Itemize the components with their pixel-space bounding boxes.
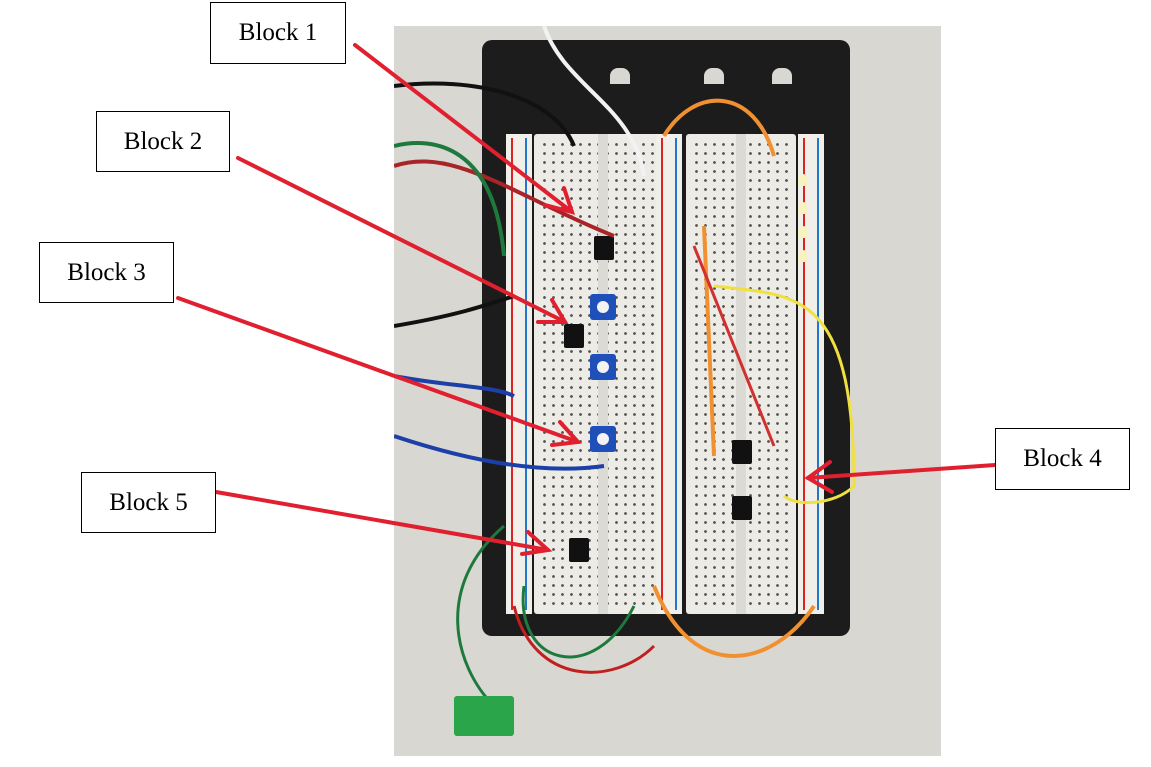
- wires: [394, 26, 856, 708]
- ic-chip: [564, 324, 584, 348]
- mount-slot: [772, 68, 792, 84]
- arrow-head-block-5: [520, 530, 553, 556]
- label-block-5: Block 5: [81, 472, 216, 533]
- ic-chip: [732, 496, 752, 520]
- mount-slot: [704, 68, 724, 84]
- led: [798, 202, 808, 214]
- arrow-block-2: [236, 156, 567, 324]
- arrow-block-1: [353, 43, 574, 214]
- led: [798, 174, 808, 186]
- label-block-3: Block 3: [39, 242, 174, 303]
- potentiometer: [590, 426, 616, 452]
- ic-chip: [569, 538, 589, 562]
- mount-slot: [610, 68, 630, 84]
- label-text: Block 5: [109, 488, 188, 516]
- potentiometer: [590, 354, 616, 380]
- label-block-1: Block 1: [210, 2, 346, 64]
- power-rail: [656, 134, 682, 614]
- terminal-block: [454, 696, 514, 736]
- power-rail: [798, 134, 824, 614]
- arrow-head-block-1: [543, 186, 576, 215]
- breadboard-photo: [394, 26, 941, 756]
- arrow-head-block-3: [550, 420, 583, 447]
- led: [798, 250, 808, 262]
- label-block-2: Block 2: [96, 111, 230, 172]
- ic-chip: [594, 236, 614, 260]
- label-text: Block 3: [67, 258, 146, 286]
- label-text: Block 1: [238, 19, 318, 46]
- arrow-head-block-4: [804, 460, 834, 494]
- label-block-4: Block 4: [995, 428, 1130, 490]
- arrow-block-5: [214, 490, 550, 552]
- arrow-block-4: [806, 463, 997, 480]
- breadboard-right: [686, 134, 796, 614]
- led: [798, 226, 808, 238]
- label-text: Block 4: [1023, 445, 1102, 472]
- arrow-block-3: [176, 296, 580, 444]
- arrow-head-block-2: [536, 298, 569, 324]
- potentiometer: [590, 294, 616, 320]
- ic-chip: [732, 440, 752, 464]
- label-text: Block 2: [123, 127, 203, 155]
